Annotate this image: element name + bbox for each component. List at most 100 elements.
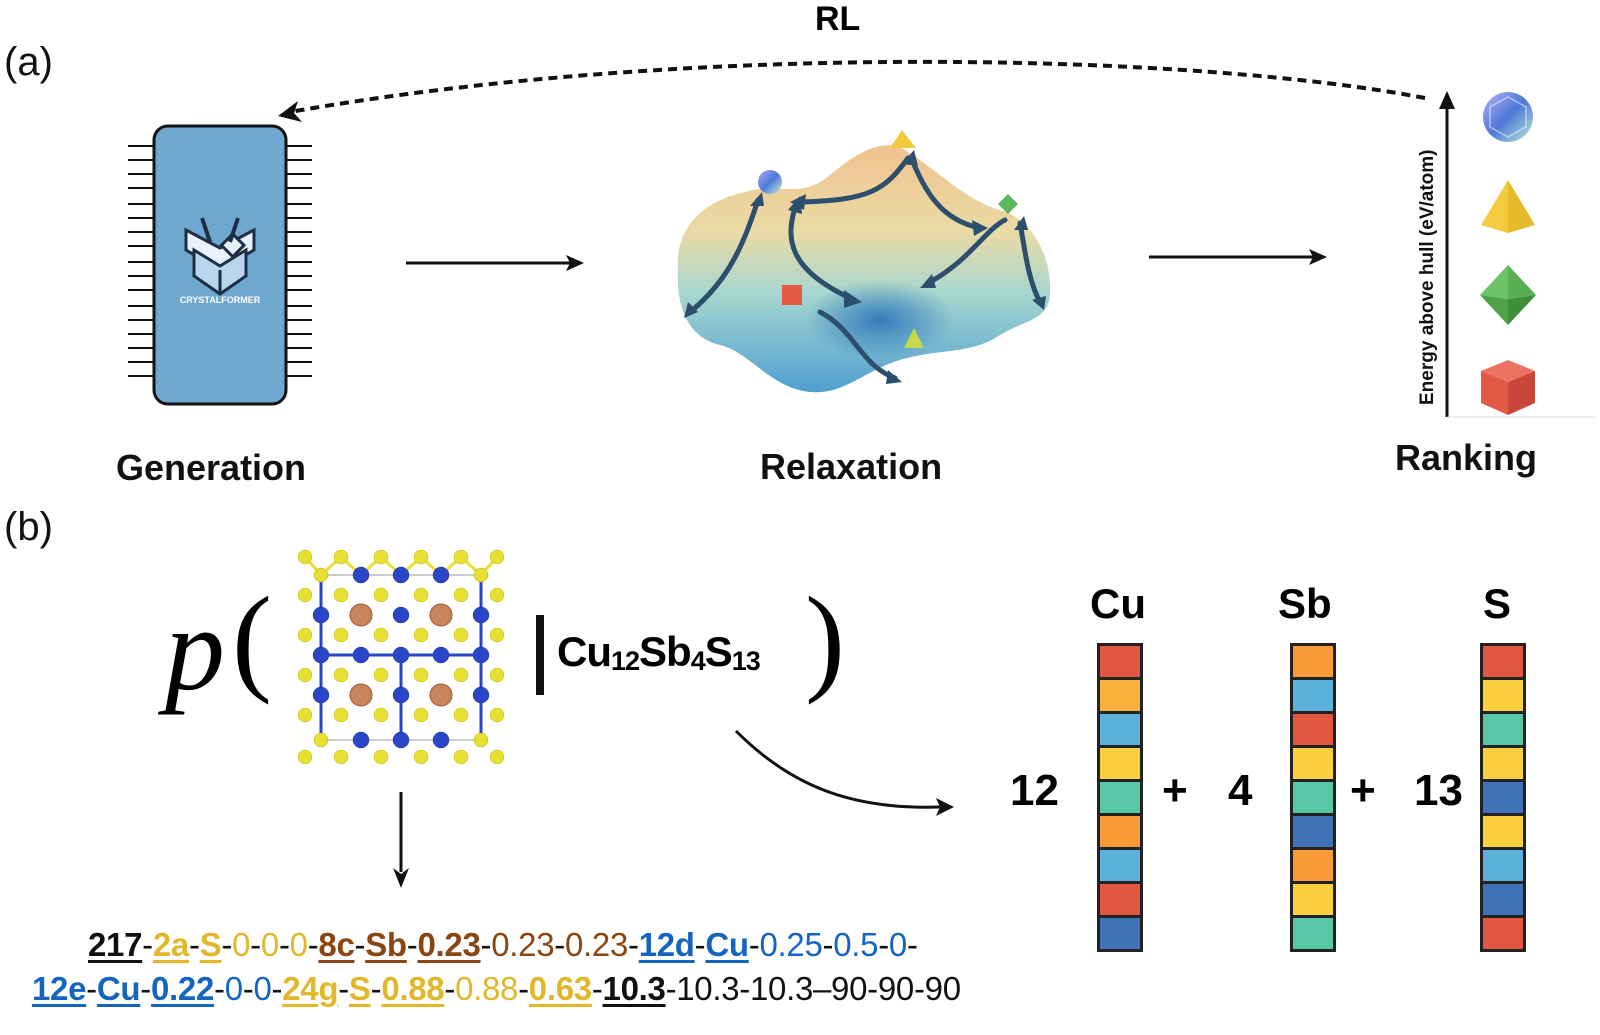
rank-4-cube-icon bbox=[1481, 360, 1535, 415]
plus-sign-2: + bbox=[1350, 766, 1376, 815]
sequence-token: 10.3 bbox=[602, 970, 666, 1007]
composition-header-s: S bbox=[1483, 580, 1512, 627]
formula-count-s: 13 bbox=[731, 646, 761, 676]
formula-count-cu: 12 bbox=[611, 646, 640, 676]
composition-count-s: 13 bbox=[1414, 766, 1463, 815]
sequence-separator: - bbox=[242, 970, 254, 1007]
token-cell bbox=[1100, 680, 1140, 711]
sequence-separator: - bbox=[906, 926, 918, 963]
token-cell bbox=[1293, 782, 1333, 813]
token-strip-cu bbox=[1097, 643, 1143, 952]
sequence-token: 2a bbox=[152, 926, 189, 963]
sequence-token: 0.88 bbox=[381, 970, 445, 1007]
generation-label: Generation bbox=[116, 447, 307, 488]
sphere-minimum-marker bbox=[758, 170, 782, 194]
sequence-separator: - bbox=[628, 926, 639, 963]
small-tetrahedron-marker bbox=[904, 328, 924, 348]
energy-axis-label: Energy above hull (eV/atom) bbox=[1417, 150, 1438, 406]
sequence-separator: - bbox=[694, 926, 706, 963]
formula-element-sb: Sb bbox=[639, 628, 692, 675]
sequence-token: S bbox=[348, 970, 371, 1007]
sequence-token: 12d bbox=[638, 926, 695, 963]
sequence-separator: - bbox=[878, 926, 889, 963]
token-cell bbox=[1100, 714, 1140, 745]
sequence-separator: - bbox=[86, 970, 97, 1007]
sequence-separator: - bbox=[214, 970, 225, 1007]
token-cell bbox=[1483, 680, 1523, 711]
sequence-separator: - bbox=[406, 926, 418, 963]
arrow-structure-to-sequence bbox=[393, 792, 409, 888]
panel-a-label: (a) bbox=[4, 40, 53, 84]
token-cell bbox=[1100, 782, 1140, 813]
composition-header-sb: Sb bbox=[1278, 580, 1332, 627]
token-cell bbox=[1483, 782, 1523, 813]
sequence-separator: - bbox=[140, 970, 151, 1007]
composition-count-sb: 4 bbox=[1228, 766, 1253, 815]
octahedron-marker bbox=[998, 194, 1018, 214]
energy-axis-arrowhead bbox=[1439, 91, 1455, 109]
relaxation-label: Relaxation bbox=[760, 446, 943, 487]
sequence-separator: - bbox=[518, 970, 529, 1007]
token-cell bbox=[1483, 850, 1523, 881]
sequence-token: 0.23 bbox=[564, 926, 628, 963]
token-cell bbox=[1293, 884, 1333, 915]
tetrahedron-marker bbox=[890, 130, 916, 148]
relaxation-paths bbox=[687, 155, 1043, 381]
sequence-token: 0 bbox=[253, 970, 272, 1007]
rl-dashed-path bbox=[289, 59, 1426, 114]
sequence-separator: - bbox=[480, 926, 492, 963]
token-cell bbox=[1483, 918, 1523, 949]
token-cell bbox=[1483, 714, 1523, 745]
sequence-token: 217 bbox=[88, 926, 143, 963]
token-cell bbox=[1293, 714, 1333, 745]
sequence-line-1: 217-2a-S-0-0-0-8c-Sb-0.23-0.23-0.23-12d-… bbox=[88, 926, 918, 964]
chip-pins-left bbox=[128, 145, 154, 377]
token-cell bbox=[1293, 850, 1333, 881]
token-cell bbox=[1100, 884, 1140, 915]
sequence-token: 0 bbox=[289, 926, 308, 963]
composition-header-cu: Cu bbox=[1090, 580, 1146, 627]
token-cell bbox=[1100, 850, 1140, 881]
crystal-structure-icon bbox=[297, 549, 505, 765]
sequence-separator: - bbox=[444, 970, 456, 1007]
sequence-token: 0 bbox=[224, 970, 243, 1007]
copper-atoms bbox=[312, 566, 490, 749]
sequence-token: 8c bbox=[318, 926, 355, 963]
open-paren: ( bbox=[232, 572, 272, 705]
sequence-token: 0 bbox=[260, 926, 279, 963]
sequence-token: 0.5 bbox=[833, 926, 879, 963]
token-strip-sb bbox=[1290, 643, 1336, 952]
sequence-token: 0.63 bbox=[528, 970, 592, 1007]
sequence-token: Cu bbox=[705, 926, 749, 963]
token-cell bbox=[1293, 918, 1333, 949]
rank-2-tetrahedron-icon bbox=[1481, 180, 1535, 233]
plus-sign-1: + bbox=[1162, 766, 1188, 815]
token-cell bbox=[1100, 748, 1140, 779]
sequence-token: Cu bbox=[96, 970, 141, 1007]
token-cell bbox=[1293, 748, 1333, 779]
sequence-separator: - bbox=[307, 926, 319, 963]
relaxation-arrowheads bbox=[684, 150, 1046, 384]
sequence-token: 12e bbox=[32, 970, 87, 1007]
sequence-separator: - bbox=[370, 970, 382, 1007]
sequence-token: S bbox=[199, 926, 222, 963]
sequence-token: 0.88 bbox=[455, 970, 519, 1007]
token-cell bbox=[1483, 884, 1523, 915]
sequence-token: 0 bbox=[888, 926, 907, 963]
token-cell bbox=[1293, 680, 1333, 711]
sequence-separator: - bbox=[221, 926, 233, 963]
token-strip-s bbox=[1480, 643, 1526, 952]
token-cell bbox=[1100, 646, 1140, 677]
sequence-separator: - bbox=[142, 926, 153, 963]
sequence-separator: - bbox=[338, 970, 349, 1007]
token-cell bbox=[1293, 646, 1333, 677]
sequence-token: 0.22 bbox=[150, 970, 214, 1007]
arrow-formula-to-composition bbox=[734, 729, 954, 816]
sequence-token: 24g bbox=[282, 970, 339, 1007]
chip-logo-text: CRYSTALFORMER bbox=[180, 295, 261, 305]
sequence-token: 0 bbox=[232, 926, 251, 963]
chip-pins-right bbox=[286, 145, 312, 377]
close-paren: ) bbox=[805, 572, 845, 705]
sequence-separator: - bbox=[822, 926, 834, 963]
antimony-atoms bbox=[349, 603, 453, 707]
